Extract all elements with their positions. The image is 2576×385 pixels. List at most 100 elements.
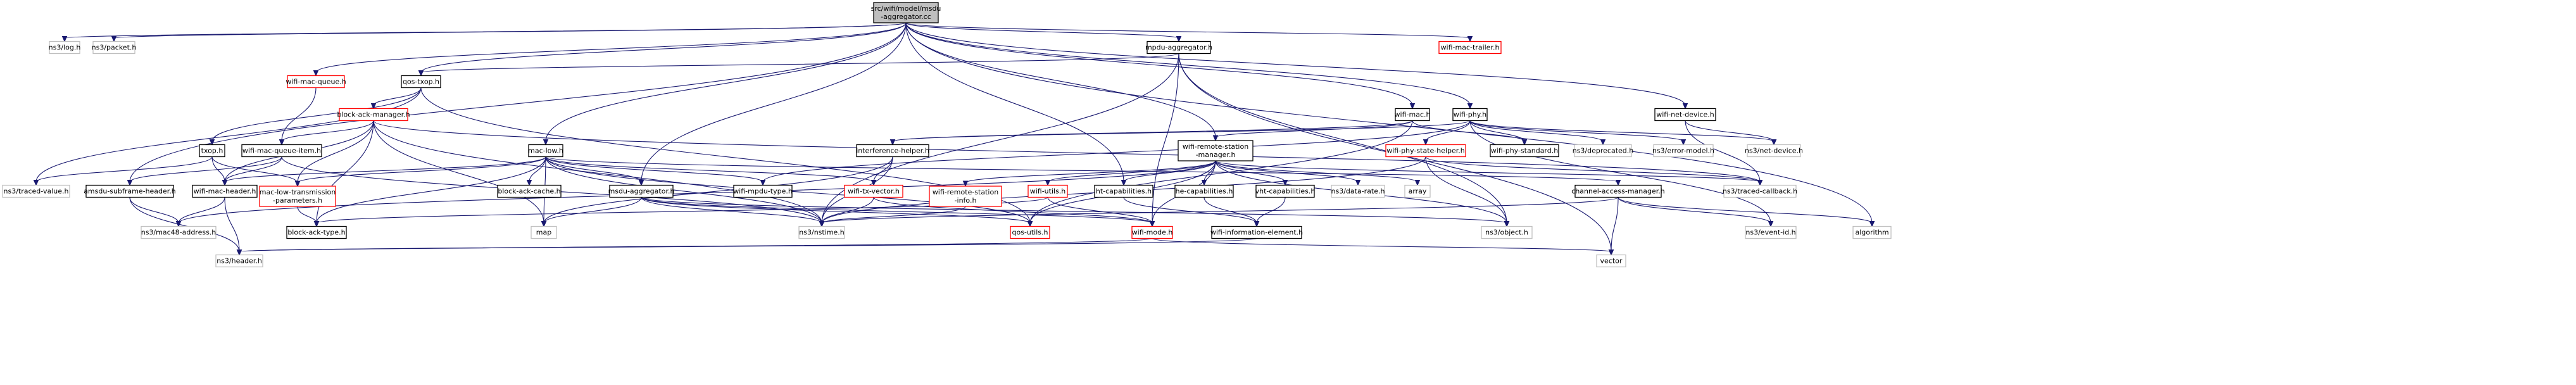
- node-wifi-phy[interactable]: wifi-phy.h: [1452, 108, 1488, 122]
- node-qos-txop[interactable]: qos-txop.h: [401, 75, 441, 89]
- edge-line: [905, 22, 1471, 106]
- node-block-ack-cache[interactable]: block-ack-cache.h: [497, 184, 562, 198]
- arrowhead-icon: [313, 221, 320, 227]
- node-txop[interactable]: txop.h: [199, 144, 225, 158]
- edge-line: [762, 120, 1471, 182]
- edge-line: [64, 22, 907, 39]
- node-wifi-mac-queue[interactable]: wifi-mac-queue.h: [286, 75, 346, 89]
- edge-root-to-mac_low: [543, 22, 907, 146]
- node-amsdu-subframe-header[interactable]: amsdu-subframe-header.h: [84, 184, 176, 198]
- edge-line: [545, 156, 763, 182]
- node-wifi-mpdu-type[interactable]: wifi-mpdu-type.h: [733, 184, 793, 198]
- node-box: [528, 144, 563, 158]
- node-net-device: ns3/net-device.h: [1745, 144, 1803, 158]
- node-label: ns3/traced-callback.h: [1723, 187, 1797, 196]
- node-wifi-net-device[interactable]: wifi-net-device.h: [1654, 108, 1716, 122]
- node-box: [192, 184, 258, 198]
- edge-line: [373, 120, 822, 224]
- node-channel-access-manager[interactable]: channel-access-manager.h: [1571, 184, 1665, 198]
- node-box: [733, 184, 793, 198]
- node-wifi-mode[interactable]: wifi-mode.h: [1131, 225, 1173, 239]
- edge-msdu_aggregator-to-qos_utils: [641, 197, 1033, 227]
- edge-root-to-packet: [111, 22, 907, 42]
- arrowhead-icon: [1600, 139, 1606, 146]
- edge-wifi_utils-to-block_ack_type: [313, 197, 1048, 227]
- node-label: algorithm: [1855, 229, 1888, 237]
- node-msdu-aggregator[interactable]: msdu-aggregator.h: [608, 184, 675, 198]
- node-label: mpdu-aggregator.h: [1145, 44, 1212, 52]
- node-box: [873, 2, 939, 23]
- node-wifi-mac-header[interactable]: wifi-mac-header.h: [192, 184, 258, 198]
- node-wifi-remote-station-manager[interactable]: wifi-remote-station-manager.h: [1178, 140, 1253, 161]
- node-box: [929, 186, 1002, 207]
- node-event-id: ns3/event-id.h: [1745, 225, 1797, 239]
- edge-line: [178, 160, 1216, 224]
- node-label: wifi-mpdu-type.h: [733, 187, 793, 196]
- edge-line: [224, 197, 240, 252]
- node-label: txop.h: [201, 147, 223, 155]
- node-wifi-tx-vector[interactable]: wifi-tx-vector.h: [844, 184, 903, 198]
- node-he-capabilities[interactable]: he-capabilities.h: [1174, 184, 1234, 198]
- edge-wifi_remote_station_manager-to-wifi_utils: [1045, 160, 1216, 186]
- node-error-model: ns3/error-model.h: [1652, 144, 1714, 158]
- node-object: ns3/object.h: [1481, 225, 1533, 239]
- edge-line: [821, 53, 1179, 224]
- edge-wifi_phy-to-deprecated: [1469, 120, 1606, 146]
- edge-line: [1215, 160, 1418, 183]
- node-box: [241, 144, 322, 158]
- arrowhead-icon: [111, 36, 117, 42]
- node-qos-utils[interactable]: qos-utils.h: [1010, 225, 1050, 239]
- node-wifi-mac-trailer[interactable]: wifi-mac-trailer.h: [1438, 41, 1502, 54]
- node-label: msdu-aggregator.h: [608, 187, 675, 196]
- node-interference-helper[interactable]: interference-helper.h: [856, 144, 929, 158]
- node-wifi-mac[interactable]: wifi-mac.h: [1395, 108, 1431, 122]
- node-label: wifi-phy-standard.h: [1491, 147, 1558, 155]
- edge-msdu_aggregator-to-object: [641, 197, 1510, 227]
- edge-line: [129, 197, 240, 252]
- node-wifi-mac-queue-item[interactable]: wifi-mac-queue-item.h: [241, 144, 322, 158]
- node-box: [1653, 144, 1714, 158]
- arrowhead-icon: [1768, 221, 1774, 227]
- node-label: block-ack-type.h: [287, 229, 345, 237]
- node-nstime: ns3/nstime.h: [798, 225, 845, 239]
- edge-wifi_phy-to-wifi_mpdu_type: [760, 120, 1471, 186]
- edge-amsdu_subframe_header-to-mac48_address: [129, 197, 182, 227]
- edge-line: [873, 197, 1153, 224]
- edge-mac_low-to-block_ack_cache: [526, 156, 546, 186]
- node-mac-low[interactable]: mac-low.h: [528, 144, 563, 158]
- node-label: ns3/event-id.h: [1745, 229, 1795, 237]
- edge-line: [224, 156, 282, 182]
- node-wifi-information-element[interactable]: wifi-information-element.h: [1210, 225, 1303, 239]
- node-block-ack-manager[interactable]: block-ack-manager.h: [337, 108, 410, 122]
- edge-line: [113, 22, 907, 39]
- node-wifi-utils[interactable]: wifi-utils.h: [1027, 184, 1068, 198]
- edge-channel_access_manager-to-event_id: [1618, 197, 1774, 227]
- edge-line: [1618, 197, 1771, 224]
- node-box: [1852, 225, 1892, 239]
- node-packet: ns3/packet.h: [92, 41, 136, 54]
- node-wifi-remote-station-info[interactable]: wifi-remote-station-info.h: [929, 186, 1002, 207]
- edge-line: [965, 160, 1216, 184]
- node-block-ack-type[interactable]: block-ack-type.h: [286, 225, 347, 239]
- node-box: [199, 144, 225, 158]
- node-box: [1010, 225, 1050, 239]
- node-ht-capabilities[interactable]: ht-capabilities.h: [1094, 184, 1153, 198]
- node-wifi-phy-standard[interactable]: wifi-phy-standard.h: [1490, 144, 1559, 158]
- arrowhead-icon: [1680, 139, 1687, 146]
- node-root[interactable]: src/wifi/model/msdu-aggregator.cc: [871, 2, 941, 23]
- node-label: ns3/object.h: [1485, 229, 1528, 237]
- edge-line: [1123, 197, 1257, 224]
- edge-line: [281, 120, 374, 142]
- arrowhead-icon: [313, 70, 319, 77]
- node-vht-capabilities[interactable]: vht-capabilities.h: [1255, 184, 1316, 198]
- edge-line: [35, 87, 422, 182]
- node-wifi-phy-state-helper[interactable]: wifi-phy-state-helper.h: [1385, 144, 1466, 158]
- arrowhead-icon: [760, 180, 766, 186]
- node-mpdu-aggregator[interactable]: mpdu-aggregator.h: [1145, 41, 1212, 54]
- edge-line: [821, 197, 1619, 224]
- node-box: [1385, 144, 1466, 158]
- edge-wifi_mac-to-wifi_remote_station_manager: [1212, 120, 1413, 142]
- node-mac-low-tx-params[interactable]: mac-low-transmission-parameters.h: [259, 186, 336, 207]
- node-box: [1331, 184, 1385, 198]
- arrowhead-icon: [526, 180, 532, 186]
